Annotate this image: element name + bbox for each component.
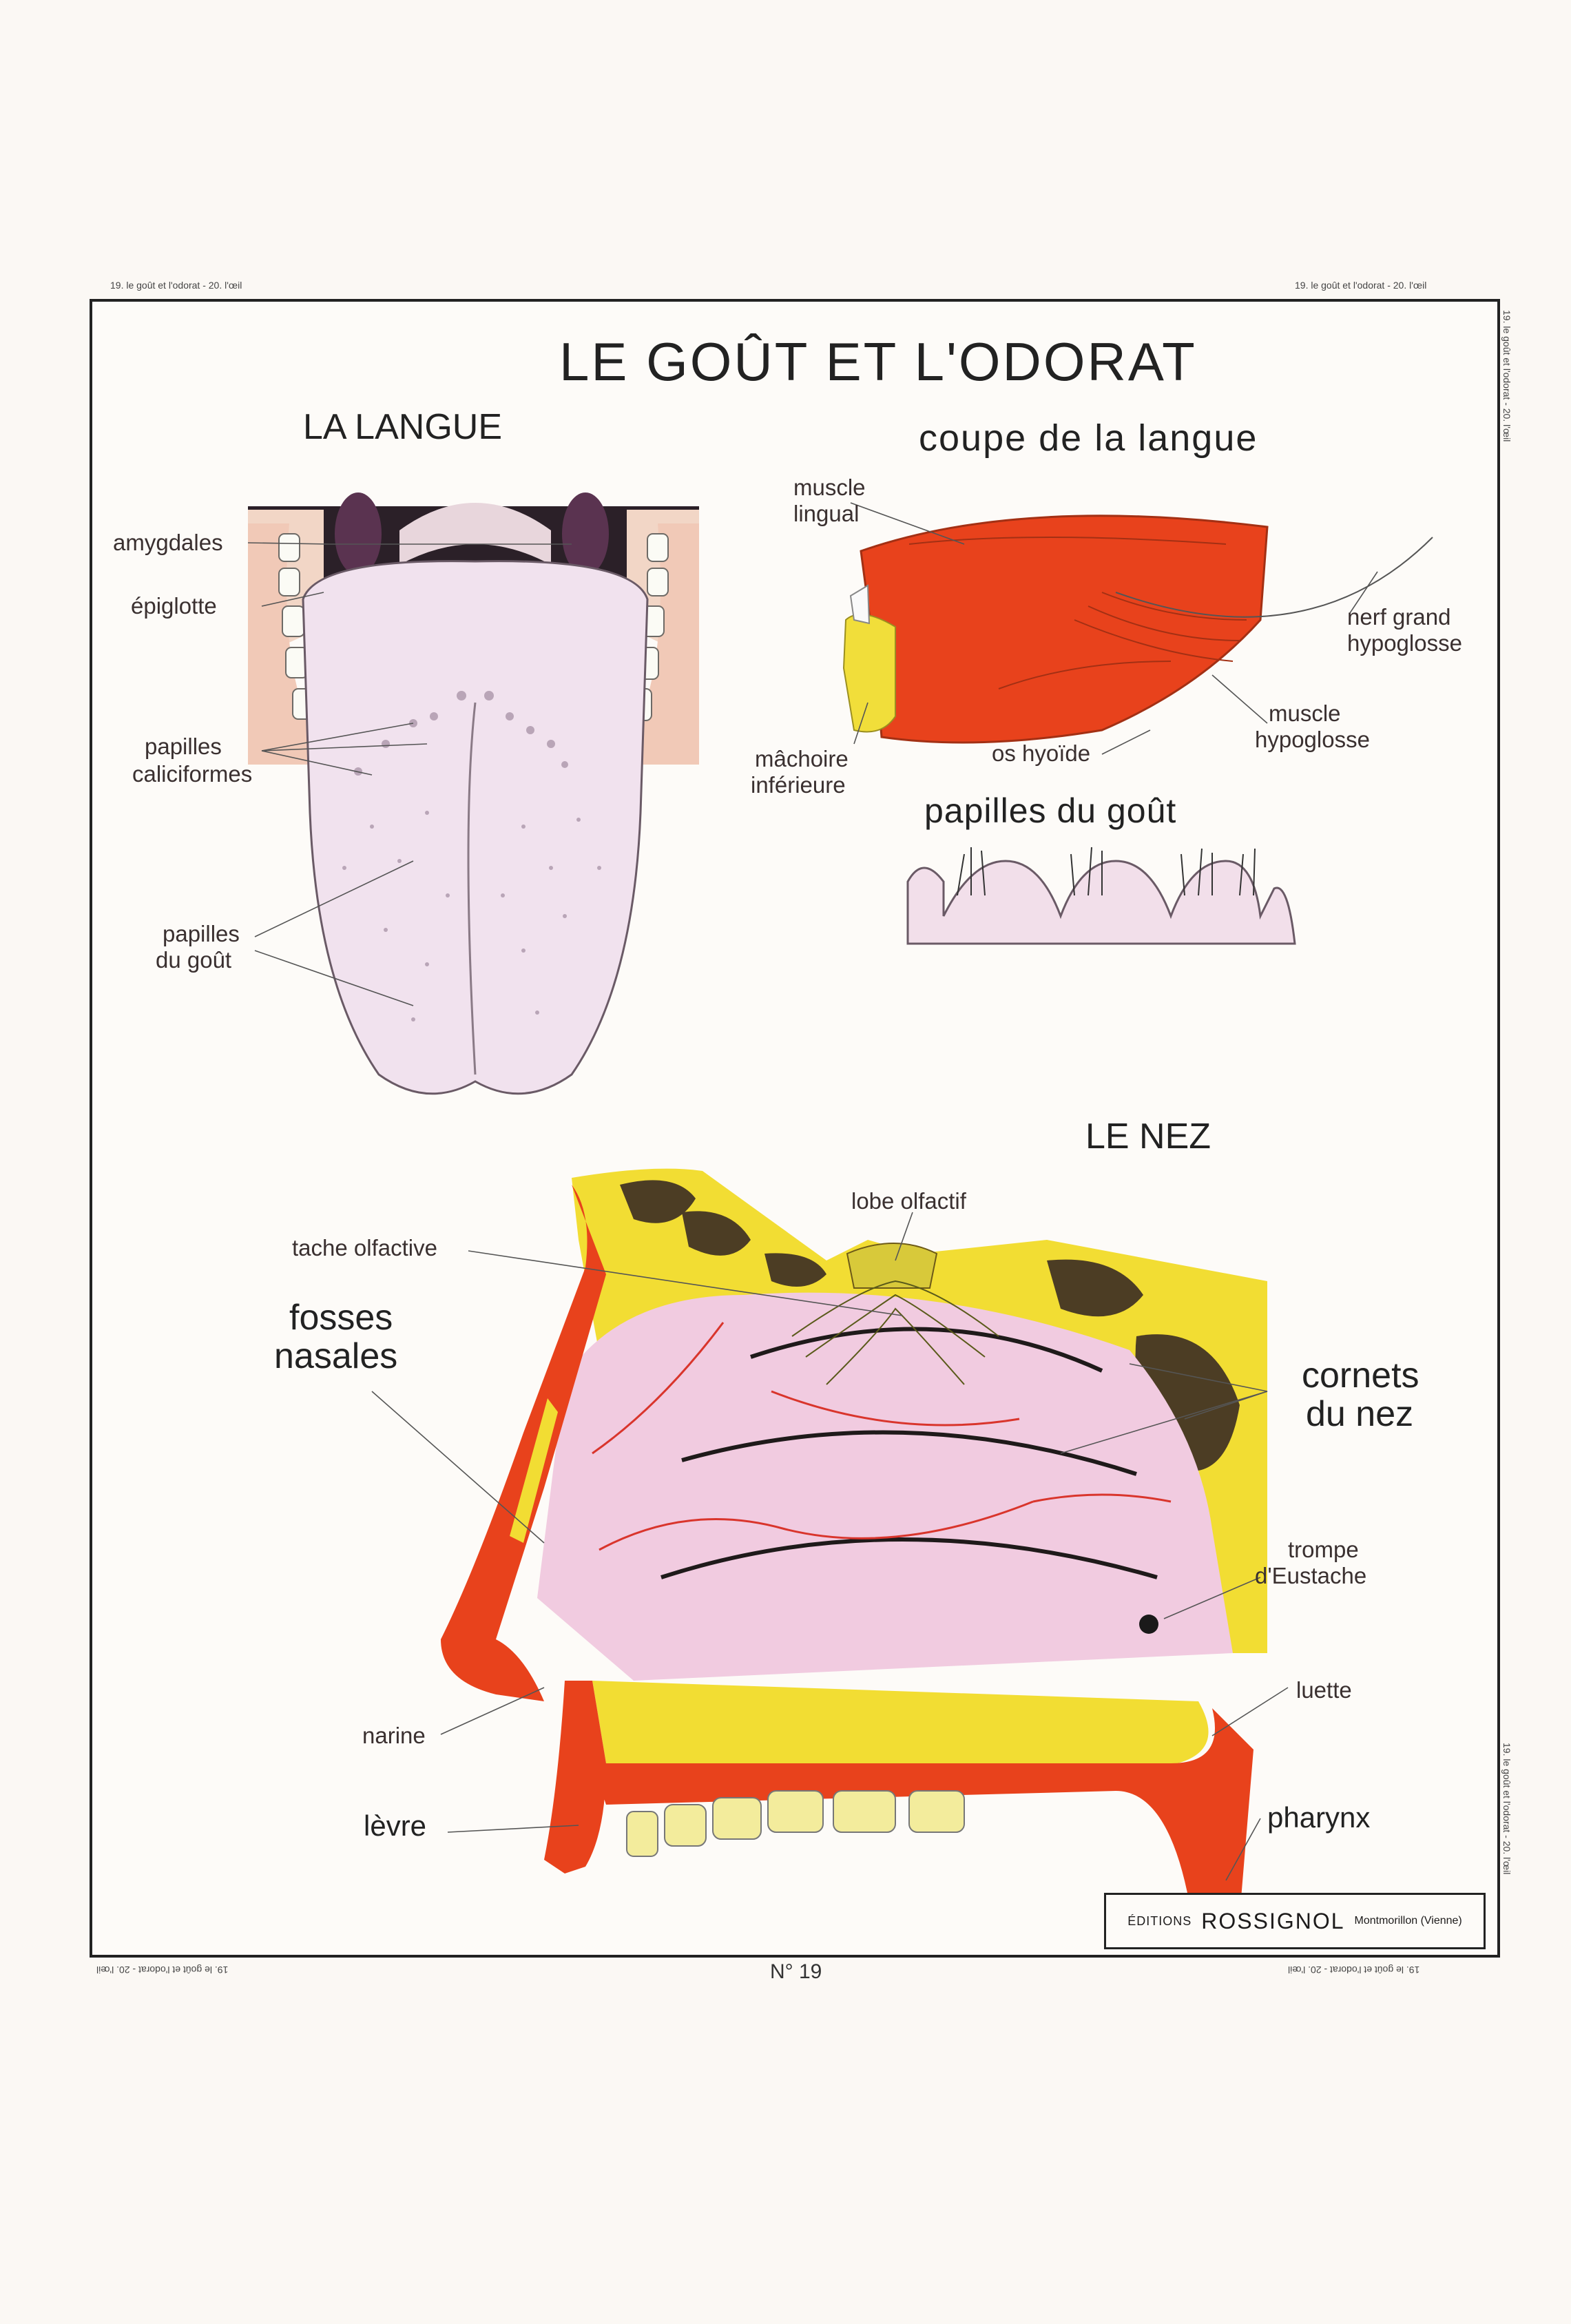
label-pharynx: pharynx bbox=[1267, 1801, 1371, 1834]
label-amygdales: amygdales bbox=[113, 530, 223, 555]
label-luette: luette bbox=[1296, 1677, 1352, 1703]
section-title-tongue: LA LANGUE bbox=[303, 407, 503, 447]
label-fosses-1: fosses bbox=[289, 1298, 393, 1338]
label-narine: narine bbox=[362, 1723, 426, 1748]
publisher-box: ÉDITIONS ROSSIGNOL Montmorillon (Vienne) bbox=[1104, 1893, 1486, 1949]
label-cornets-1: cornets bbox=[1302, 1356, 1419, 1396]
label-os-hyoide: os hyoïde bbox=[992, 740, 1091, 766]
label-nerf-1: nerf grand bbox=[1347, 604, 1451, 630]
label-papilles-caliciformes-1: papilles bbox=[145, 734, 222, 759]
edge-text-top-left: 19. le goût et l'odorat - 20. l'œil bbox=[110, 280, 242, 291]
section-title-taste-buds: papilles du goût bbox=[924, 791, 1177, 830]
label-muscle-lingual-1: muscle bbox=[793, 475, 866, 500]
label-machoire-2: inférieure bbox=[751, 772, 846, 798]
label-muscle-lingual-2: lingual bbox=[793, 501, 860, 526]
publisher-name: ROSSIGNOL bbox=[1201, 1908, 1345, 1933]
label-lobe-olfactif: lobe olfactif bbox=[851, 1188, 966, 1214]
label-levre: lèvre bbox=[364, 1809, 427, 1842]
label-nerf-2: hypoglosse bbox=[1347, 630, 1462, 656]
label-machoire-1: mâchoire bbox=[755, 746, 849, 771]
label-tache-olfactive: tache olfactive bbox=[292, 1235, 437, 1260]
section-title-tongue-cut: coupe de la langue bbox=[919, 417, 1258, 459]
main-title: LE GOÛT ET L'ODORAT bbox=[559, 331, 1197, 392]
publisher-editions: ÉDITIONS bbox=[1127, 1913, 1192, 1928]
tongue-cut-view bbox=[842, 502, 1433, 755]
section-title-nose: LE NEZ bbox=[1085, 1117, 1211, 1156]
label-epiglotte: épiglotte bbox=[131, 593, 217, 619]
label-cornets-2: du nez bbox=[1306, 1394, 1414, 1434]
nose-diagram bbox=[371, 1168, 1289, 1915]
tongue-front-view bbox=[247, 492, 699, 1095]
label-trompe-1: trompe bbox=[1288, 1537, 1359, 1562]
label-fosses-2: nasales bbox=[274, 1336, 398, 1376]
label-papilles-gout-1: papilles bbox=[163, 921, 240, 946]
label-trompe-2: d'Eustache bbox=[1255, 1563, 1367, 1588]
edge-text-top-right: 19. le goût et l'odorat - 20. l'œil bbox=[1295, 280, 1427, 291]
publisher-location: Montmorillon (Vienne) bbox=[1354, 1915, 1462, 1927]
label-papilles-gout-2: du goût bbox=[156, 947, 232, 973]
label-muscle-hypoglosse-1: muscle bbox=[1269, 701, 1341, 726]
label-muscle-hypoglosse-2: hypoglosse bbox=[1255, 727, 1370, 752]
poster-number: N° 19 bbox=[770, 1960, 822, 1983]
label-papilles-caliciformes-2: caliciformes bbox=[132, 761, 253, 787]
taste-buds-diagram bbox=[906, 847, 1296, 945]
